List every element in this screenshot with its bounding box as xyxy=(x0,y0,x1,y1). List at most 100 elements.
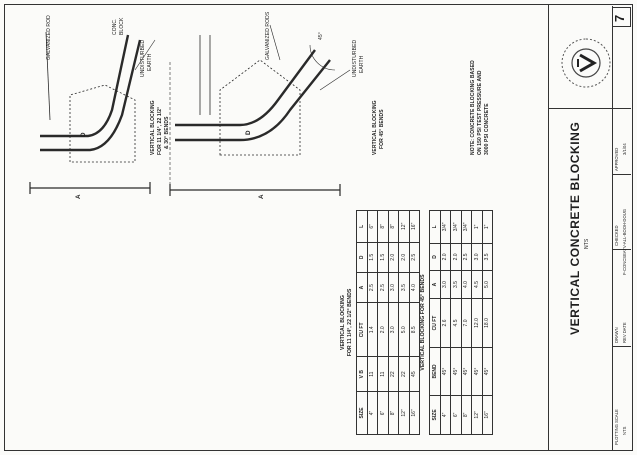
cell: 3.5 xyxy=(450,270,461,299)
cell: 1" xyxy=(471,210,482,244)
drawing-title: VERTICAL CONCRETE BLOCKING xyxy=(568,121,582,335)
cell: 8" xyxy=(388,210,399,243)
cell: 4.5 xyxy=(450,298,461,348)
rev-date-label: REV DATE xyxy=(622,322,627,343)
detail-right-conc-label-2: BLOCK xyxy=(119,17,125,35)
cell: 2.5 xyxy=(367,272,378,303)
table-header-row: SIZE BEND CU FT A D L xyxy=(429,210,440,435)
cell: 4.0 xyxy=(409,272,420,303)
cell: 1.5 xyxy=(367,242,378,273)
cell: 8" xyxy=(377,210,388,243)
cell: 22 xyxy=(388,356,399,392)
col-bend: BEND xyxy=(429,347,440,396)
cell: 5.0 xyxy=(482,270,493,299)
col-d: D xyxy=(356,242,367,273)
cell: 2.5 xyxy=(409,242,420,273)
col-size: SIZE xyxy=(429,395,440,435)
detail-right-caption-1: VERTICAL BLOCKING xyxy=(150,100,156,155)
table-row: 8" 45° 7.0 4.0 2.5 3/4" xyxy=(461,210,472,435)
cell: 12" xyxy=(398,210,409,243)
detail-small-bend-drawing xyxy=(29,31,156,194)
cell: 3.0 xyxy=(440,270,451,299)
cell: 1" xyxy=(482,210,493,244)
cell: 2.0 xyxy=(440,243,451,271)
detail-right-caption-2: FOR 11 1/4°, 22 1/2° xyxy=(157,106,163,155)
cell: 3/4" xyxy=(450,210,461,244)
cell: 12" xyxy=(471,395,482,435)
cell: 6" xyxy=(450,395,461,435)
cell: 2.6 xyxy=(440,298,451,348)
cell: 2.0 xyxy=(450,243,461,271)
cell: 16" xyxy=(409,391,420,435)
detail-left-galv-label: GALVANIZED RODS xyxy=(265,11,271,60)
col-a: A xyxy=(356,272,367,303)
cell: 1.5 xyxy=(377,242,388,273)
cell: 45° xyxy=(450,347,461,396)
cell: 5.0 xyxy=(398,302,409,357)
cell: 16" xyxy=(409,210,420,243)
col-vb: V B xyxy=(356,356,367,392)
detail-right-earth-label-2: EARTH xyxy=(147,53,153,71)
cell: 3/4" xyxy=(440,210,451,244)
table-row: 6" 11 2.0 2.5 1.5 8" xyxy=(377,210,388,435)
detail-right-conc-label-1: CONC. xyxy=(112,18,118,35)
detail-left-label-d: D xyxy=(245,130,252,135)
table-row: 6" 45° 4.5 3.5 2.0 3/4" xyxy=(450,210,461,435)
detail-right-label-d: D xyxy=(80,132,87,137)
table-row: 8" 22 3.0 3.0 2.0 8" xyxy=(388,210,399,435)
title-block-vsplit2 xyxy=(612,346,631,347)
cell: 3.0 xyxy=(388,272,399,303)
agency-seal-icon xyxy=(561,38,611,88)
title-block-vsplit4 xyxy=(612,174,631,175)
lower-table-heading: VERTICAL BLOCKING FOR 45° BENDS xyxy=(420,274,426,371)
cell: 45° xyxy=(440,347,451,396)
table-row: 16" 45 8.5 4.0 2.5 16" xyxy=(409,210,420,435)
cell: 22 xyxy=(398,356,409,392)
cell: 4.5 xyxy=(471,270,482,299)
note-line-2: ON 150 PSI TEST PRESSURE AND xyxy=(477,70,483,155)
detail-left-label-a: A xyxy=(258,194,265,199)
col-size: SIZE xyxy=(356,391,367,435)
note-line-1: NOTE: CONCRETE BLOCKING BASED xyxy=(470,60,476,155)
detail-left-caption-2: FOR 45° BENDS xyxy=(379,109,385,149)
lower-blocking-table: SIZE BEND CU FT A D L 4" 45° 2.6 3.0 2.0… xyxy=(429,210,493,435)
upper-blocking-table: SIZE V B CU FT A D L 4" 11 1.4 2.5 1.5 6… xyxy=(356,210,420,435)
cell: 8.5 xyxy=(409,302,420,357)
cell: 3.0 xyxy=(388,302,399,357)
drawing-file-name: F-CONCSEATV-ALL-BOOH-DOUG xyxy=(622,209,627,275)
title-block-vsplit xyxy=(548,108,631,109)
detail-right-galv-label: GALVANIZED ROD xyxy=(46,15,52,60)
cell: 18.0 xyxy=(482,298,493,348)
table-row: 16" 45° 18.0 5.0 3.5 1" xyxy=(482,210,493,435)
detail-left-earth-label-1: UNDISTURBED xyxy=(352,39,358,77)
cell: 2.5 xyxy=(377,272,388,303)
cell: 3.5 xyxy=(482,243,493,271)
cell: 4.0 xyxy=(461,270,472,299)
table-row: 12" 45° 12.0 4.5 3.0 1" xyxy=(471,210,482,435)
cell: 45 xyxy=(409,356,420,392)
cell: 7.0 xyxy=(461,298,472,348)
cell: 2.0 xyxy=(388,242,399,273)
cell: 4" xyxy=(367,391,378,435)
detail-left-caption-1: VERTICAL BLOCKING xyxy=(372,100,378,155)
plotting-scale-label: PLOTTING SCALE xyxy=(614,409,619,445)
cell: 3/4" xyxy=(461,210,472,244)
col-l: L xyxy=(429,210,440,244)
drawn-label: DRAWN xyxy=(614,327,619,343)
col-l: L xyxy=(356,210,367,243)
col-cuft: CU FT xyxy=(356,302,367,357)
table-row: 12" 22 5.0 3.5 2.0 12" xyxy=(398,210,409,435)
cell: 45° xyxy=(482,347,493,396)
table-row: 4" 11 1.4 2.5 1.5 6" xyxy=(367,210,378,435)
cell: 2.0 xyxy=(377,302,388,357)
cell: 8" xyxy=(388,391,399,435)
detail-right-earth-label-1: UNDISTURBED xyxy=(140,39,146,77)
checked-label: CHECKED xyxy=(614,225,619,246)
plotting-scale-value: NTS xyxy=(622,426,627,435)
cell: 4" xyxy=(440,395,451,435)
table-row: 4" 45° 2.6 3.0 2.0 3/4" xyxy=(440,210,451,435)
cell: 12" xyxy=(398,391,409,435)
col-d: D xyxy=(429,243,440,271)
